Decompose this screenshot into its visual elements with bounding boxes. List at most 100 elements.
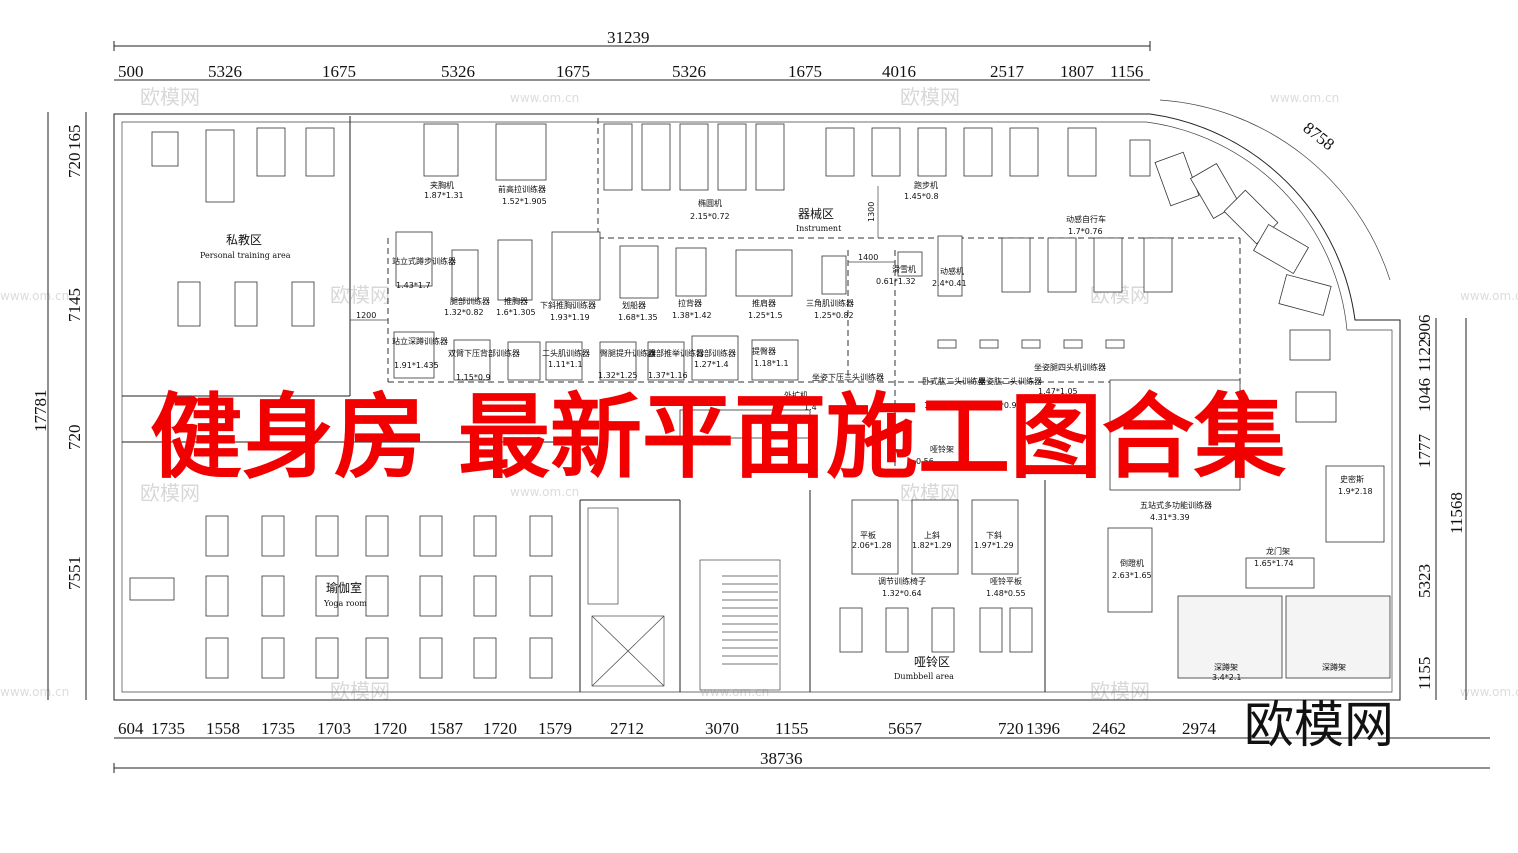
top-dimensions: 31239 500 5326 1675 5326 1675 5326 1675 … bbox=[113, 28, 1151, 81]
equip-name: 五站式多功能训练器 bbox=[1140, 500, 1212, 510]
dim-top: 5326 bbox=[208, 62, 242, 81]
zone-dumbbell-en: Dumbbell area bbox=[894, 672, 954, 681]
dim-bottom: 1587 bbox=[429, 719, 464, 738]
equip-size: 1.68*1.35 bbox=[618, 313, 658, 322]
watermark-en: www.om.cn bbox=[0, 685, 69, 699]
equip-size: 1.25*0.82 bbox=[814, 311, 854, 320]
dim-curve: 8758 bbox=[1300, 118, 1338, 154]
dim-left-total: 17781 bbox=[31, 390, 50, 433]
equip-name: 推肩器 bbox=[752, 298, 776, 308]
equip-size: 2.15*0.72 bbox=[690, 212, 730, 221]
equip-size: 1.65*1.74 bbox=[1254, 559, 1294, 568]
dim-bottom: 604 bbox=[118, 719, 144, 738]
dim-top: 1675 bbox=[556, 62, 590, 81]
dim-bottom: 2974 bbox=[1182, 719, 1217, 738]
right-dimensions: 1777 1046 1122 906 5323 1155 11568 bbox=[1415, 315, 1467, 700]
dim-bottom: 1720 bbox=[373, 719, 407, 738]
dim-bottom: 2712 bbox=[610, 719, 644, 738]
equip-name: 椭圆机 bbox=[698, 198, 722, 208]
equip-size: 1.52*1.905 bbox=[502, 197, 547, 206]
watermark-cn: 欧模网 bbox=[140, 481, 200, 505]
equip-size: 1.37*1.16 bbox=[648, 371, 688, 380]
watermark-cn: 欧模网 bbox=[330, 283, 390, 307]
equip-name: 划船器 bbox=[622, 300, 646, 310]
dim-bottom: 1720 bbox=[483, 719, 517, 738]
dim-top: 500 bbox=[118, 62, 144, 81]
equip-name: 跑步机 bbox=[914, 180, 938, 190]
equip-size: 1.6*1.305 bbox=[496, 308, 536, 317]
equip-size: 1.47*1.05 bbox=[1038, 387, 1078, 396]
equip-name: 坐姿腿四头机训练器 bbox=[1034, 362, 1106, 372]
equip-name: 上斜 bbox=[924, 530, 940, 540]
equip-size: 1.57*0.94 bbox=[924, 401, 964, 410]
watermark-cn: 欧模网 bbox=[330, 679, 390, 703]
dim-gap: 1300 bbox=[867, 202, 876, 222]
zone-dumbbell-cn: 哑铃区 bbox=[914, 654, 950, 669]
dim-top: 4016 bbox=[882, 62, 916, 81]
dim-top: 1675 bbox=[322, 62, 356, 81]
watermark-en: www.om.cn bbox=[1460, 685, 1518, 699]
dim-right: 1046 bbox=[1415, 378, 1434, 412]
equip-name: 卧式肱二头训练器 bbox=[922, 376, 986, 386]
dim-gap: 1400 bbox=[858, 253, 878, 262]
watermark-en: www.om.cn bbox=[0, 289, 69, 303]
equip-size: 1.93*1.19 bbox=[550, 313, 590, 322]
headline-title: 健身房 最新平面施工图合集 bbox=[150, 384, 1287, 491]
brand-logo-text: 欧模网 bbox=[1244, 696, 1394, 754]
left-dimensions: 17781 720 165 7145 720 7551 bbox=[31, 112, 87, 700]
dim-top-total: 31239 bbox=[607, 28, 650, 47]
equip-size: 1.45*0.93 bbox=[982, 401, 1022, 410]
equip-size: 1.15*0.9 bbox=[456, 373, 491, 382]
dim-bottom-total: 38736 bbox=[760, 749, 803, 768]
equip-name: 动感机 bbox=[940, 266, 964, 276]
equip-size: 1.27*1.4 bbox=[694, 360, 729, 369]
equip-size: 1.32*1.25 bbox=[598, 371, 638, 380]
zone-yoga-en: Yoga room bbox=[323, 599, 367, 608]
equip-size: 0.61*1.32 bbox=[876, 277, 916, 286]
equip-size: 1.32*0.82 bbox=[444, 308, 484, 317]
dim-bottom: 1579 bbox=[538, 719, 572, 738]
dim-left: 165 bbox=[65, 125, 84, 151]
dim-top: 1675 bbox=[788, 62, 822, 81]
dim-top: 5326 bbox=[441, 62, 475, 81]
zone-personal-cn: 私教区 bbox=[226, 232, 262, 247]
equip-size: 1.45*0.8 bbox=[904, 192, 939, 201]
equip-name: 哑铃架 bbox=[930, 444, 954, 454]
equip-name: 前高拉训练器 bbox=[498, 184, 546, 194]
equip-name: 坐姿下压三头训练器 bbox=[812, 372, 884, 382]
dim-top: 5326 bbox=[672, 62, 706, 81]
watermark-en: www.om.cn bbox=[510, 91, 579, 105]
dim-bottom: 3070 bbox=[705, 719, 739, 738]
equip-size: 1.48*0.55 bbox=[986, 589, 1026, 598]
equip-name: 二头肌训练器 bbox=[542, 348, 590, 358]
equip-size: 1.11*1.1 bbox=[548, 360, 583, 369]
equip-name: 站立深蹲训练器 bbox=[392, 336, 448, 346]
watermark-en: www.om.cn bbox=[510, 485, 579, 499]
zone-labels: 私教区 Personal training area 器械区 Instrumen… bbox=[200, 206, 954, 681]
dim-top: 2517 bbox=[990, 62, 1025, 81]
equip-size: 1.32*0.64 bbox=[882, 589, 922, 598]
equip-name: 拉背器 bbox=[678, 298, 702, 308]
dim-bottom: 1155 bbox=[775, 719, 808, 738]
equip-name: 站立式蹲步训练器 bbox=[392, 256, 456, 266]
dim-bottom: 1735 bbox=[261, 719, 295, 738]
walls: 8758 bbox=[113, 99, 1401, 701]
equip-size: 2.63*1.65 bbox=[1112, 571, 1152, 580]
bottom-dimensions: 604 1735 1558 1735 1703 1720 1587 1720 1… bbox=[113, 719, 1490, 773]
equip-name: 滑雪机 bbox=[892, 264, 916, 274]
equipment-labels: 夹胸机 1.87*1.31 前高拉训练器 1.52*1.905 椭圆机 2.15… bbox=[392, 180, 1373, 682]
dim-left: 7145 bbox=[65, 288, 84, 322]
equip-size: 1.38*1.42 bbox=[672, 311, 712, 320]
equip-size: 2.06*1.28 bbox=[852, 541, 892, 550]
watermark-en: www.om.cn bbox=[1460, 289, 1518, 303]
equip-name: 臀腿提升训练器 bbox=[600, 348, 656, 358]
dim-bottom: 2462 bbox=[1092, 719, 1126, 738]
watermark-cn: 欧模网 bbox=[140, 85, 200, 109]
watermark-en: www.om.cn bbox=[1270, 91, 1339, 105]
dim-top: 1807 bbox=[1060, 62, 1095, 81]
equip-name: 下斜 bbox=[986, 530, 1002, 540]
equip-name: 倒蹬机 bbox=[1120, 558, 1144, 568]
equipment-shapes bbox=[129, 123, 1391, 679]
dim-right-total: 11568 bbox=[1447, 492, 1466, 534]
